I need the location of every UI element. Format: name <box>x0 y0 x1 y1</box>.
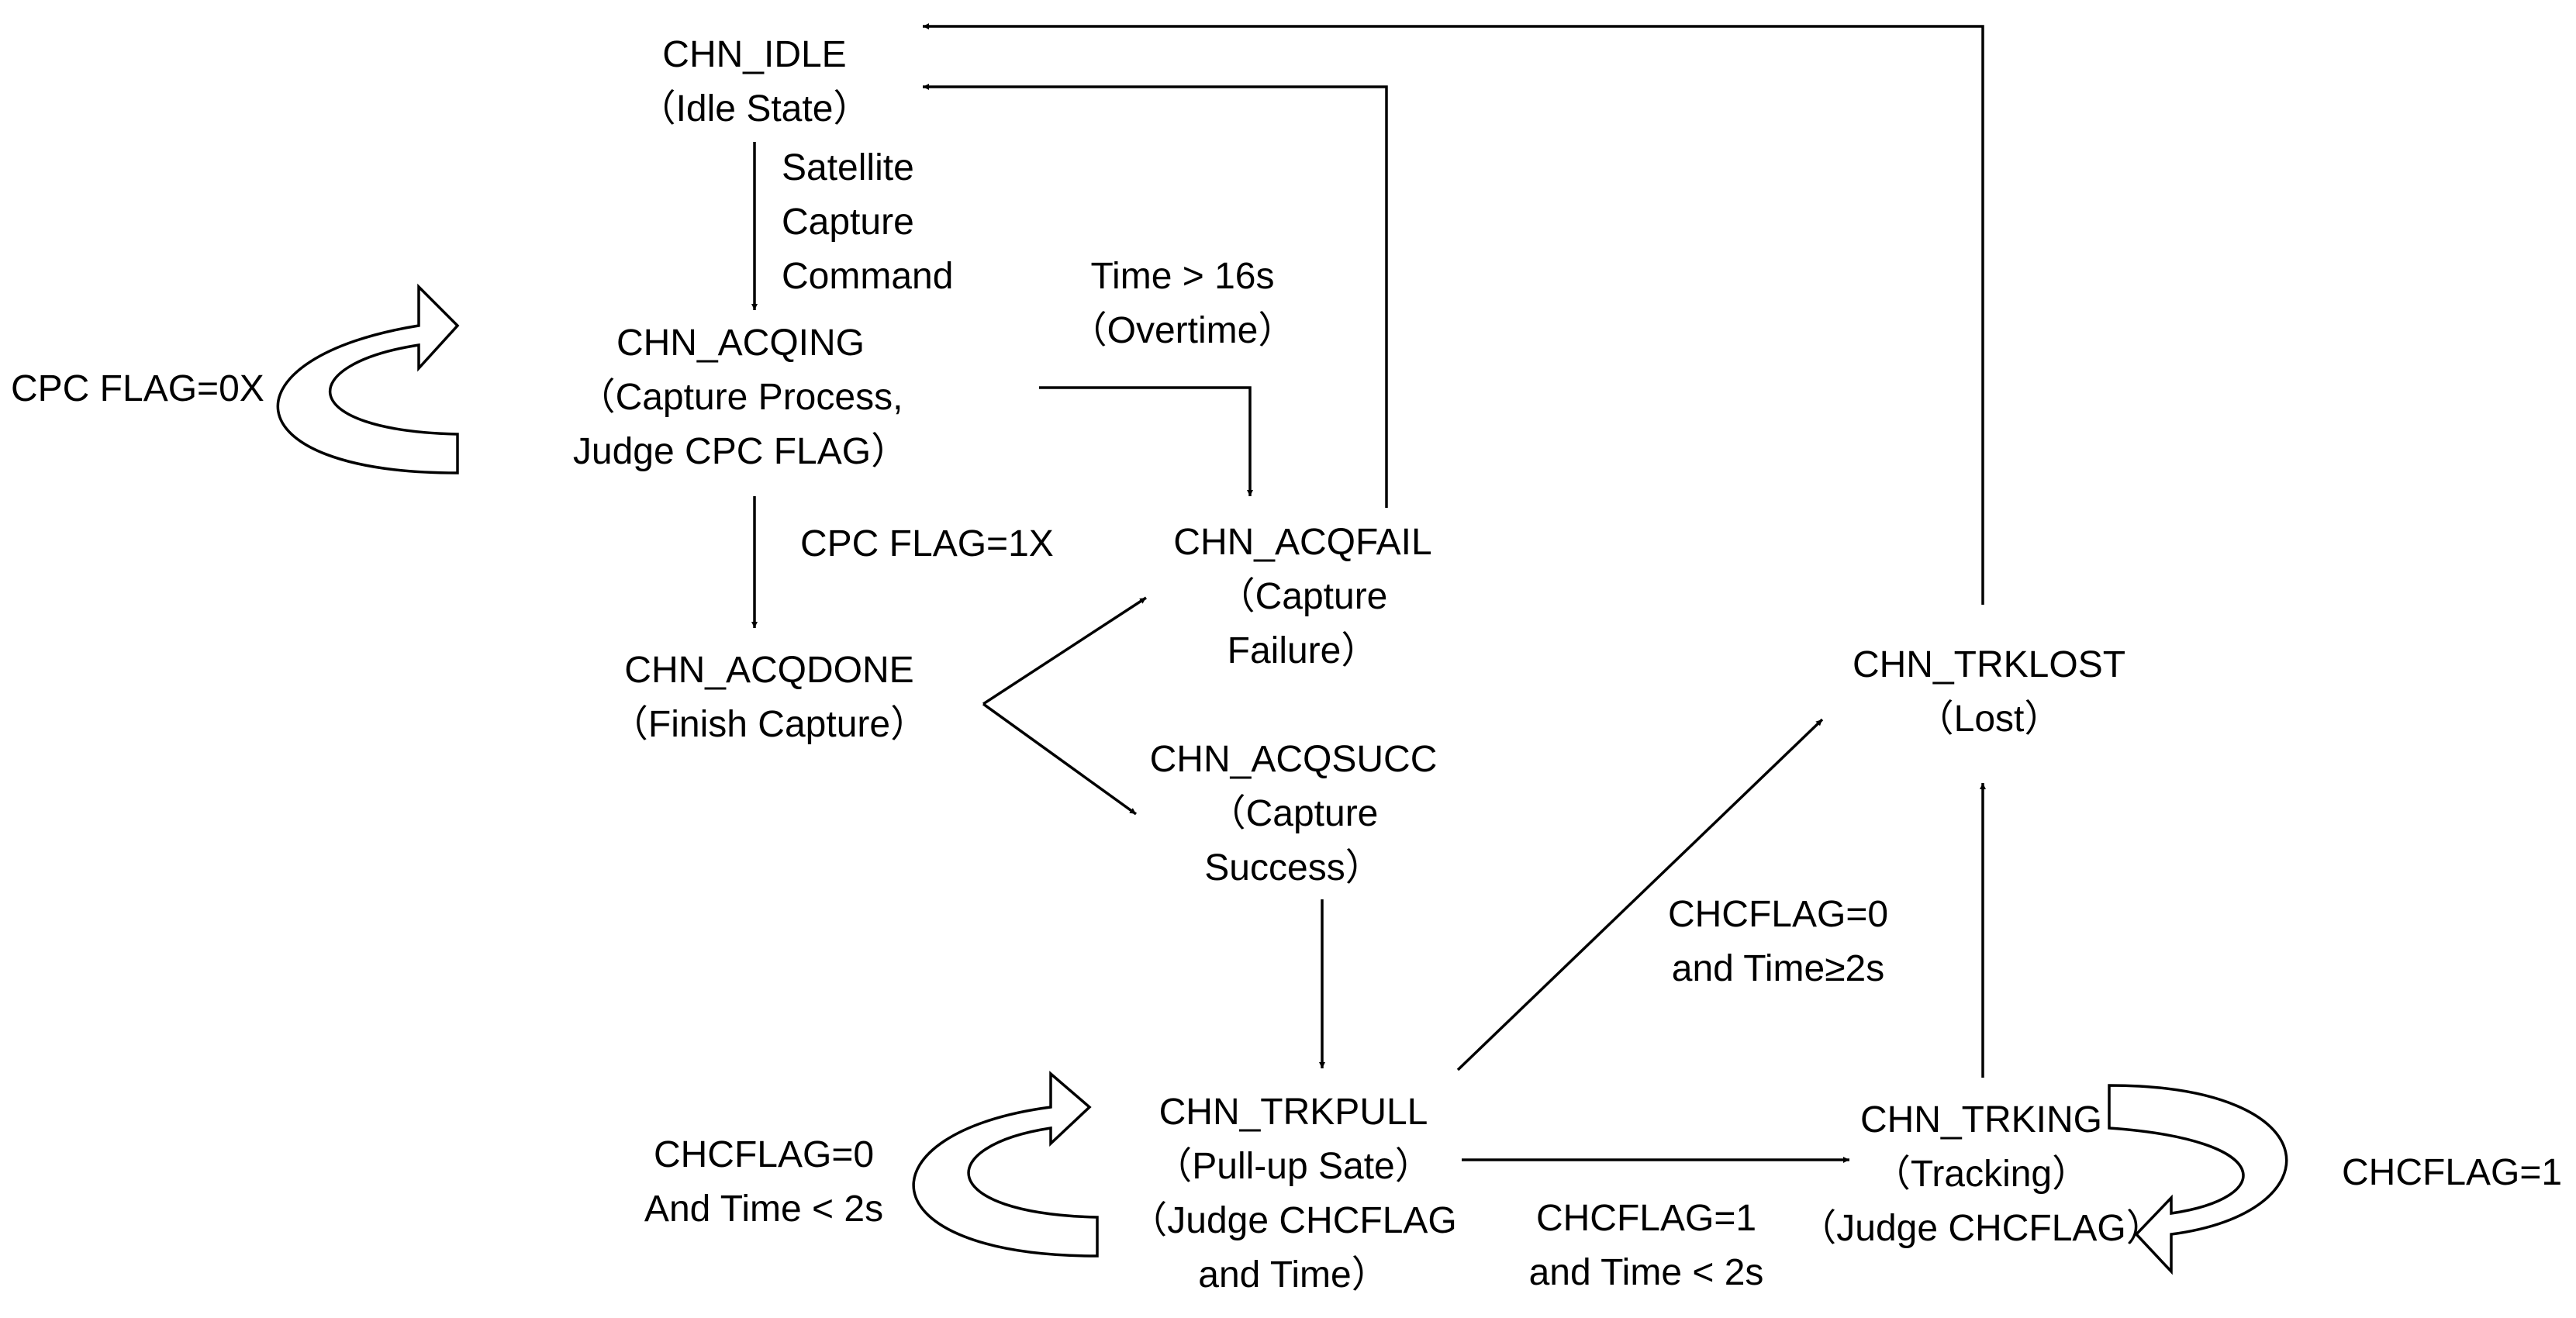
arrow-acqfail-to-idle <box>923 84 1388 508</box>
transition-tracking-loop: CHCFLAG=1 <box>2342 1146 2562 1200</box>
self-loop-acqing-icon <box>276 283 460 474</box>
transition-text: CHCFLAG=0 <box>653 1134 875 1175</box>
state-desc: Failure） <box>1227 630 1379 671</box>
state-desc: （Judge CHCFLAG） <box>1799 1208 2163 1249</box>
state-desc: Success） <box>1204 847 1383 888</box>
transition-text: （Overtime） <box>1069 310 1296 351</box>
transition-text: and Time < 2s <box>1528 1252 1764 1293</box>
transition-cpc-flag-1x: CPC FLAG=1X <box>800 517 1054 571</box>
transition-overtime: Time > 16s （Overtime） <box>1070 250 1296 358</box>
state-chn-trkpull: CHN_TRKPULL （Pull-up Sate） （Judge CHCFLA… <box>1130 1085 1456 1302</box>
transition-text: Capture <box>782 202 914 243</box>
state-desc: （Lost） <box>1916 699 2062 740</box>
state-desc: and Time） <box>1198 1254 1389 1296</box>
transition-pull-to-lost: CHCFLAG=0 and Time≥2s <box>1668 888 1888 996</box>
state-name: CHN_TRKPULL <box>1159 1092 1428 1133</box>
state-name: CHN_ACQDONE <box>624 650 914 691</box>
state-chn-acqdone: CHN_ACQDONE （Finish Capture） <box>611 643 927 752</box>
state-name: CHN_IDLE <box>662 34 847 75</box>
state-desc: （Capture Process, <box>578 377 903 418</box>
state-chn-idle: CHN_IDLE （Idle State） <box>639 28 871 136</box>
self-loop-trkpull-icon <box>912 1071 1099 1258</box>
state-name: CHN_ACQING <box>616 323 865 364</box>
state-desc: （Idle State） <box>638 88 871 129</box>
transition-text: CPC FLAG=1X <box>800 523 1054 564</box>
transition-text: Command <box>782 256 954 297</box>
state-name: CHN_ACQFAIL <box>1173 522 1432 563</box>
transition-text: Time > 16s <box>1090 256 1275 297</box>
transition-pull-loop: CHCFLAG=0 And Time < 2s <box>644 1128 883 1237</box>
state-chn-trking: CHN_TRKING （Tracking） （Judge CHCFLAG） <box>1799 1093 2163 1256</box>
transition-text: CHCFLAG=1 <box>1535 1198 1757 1239</box>
state-name: CHN_TRKING <box>1859 1099 2103 1140</box>
state-name: CHN_TRKLOST <box>1852 644 2126 685</box>
arrow-acqing-to-acqfail <box>1039 386 1253 496</box>
state-desc: （Capture <box>1217 576 1388 617</box>
state-desc: Judge CPC FLAG） <box>572 431 909 472</box>
state-desc: （Capture <box>1208 793 1379 834</box>
arrow-trklost-to-idle <box>923 23 1984 605</box>
state-name: CHN_ACQSUCC <box>1149 739 1438 780</box>
transition-text: CHCFLAG=1 <box>2342 1152 2563 1193</box>
transition-text: and Time≥2s <box>1671 948 1885 989</box>
state-desc: （Finish Capture） <box>610 704 928 745</box>
transition-pull-to-tracking: CHCFLAG=1 and Time < 2s <box>1529 1192 1764 1300</box>
transition-text: CPC FLAG=0X <box>11 368 264 409</box>
arrow-trkpull-to-trklost <box>1456 718 1824 1071</box>
transition-text: CHCFLAG=0 <box>1667 894 1889 935</box>
arrow-acqdone-to-acqsucc <box>982 702 1138 816</box>
transition-text: Satellite <box>782 147 914 188</box>
transition-capture-command: Satellite Capture Command <box>782 141 953 304</box>
state-chn-acqfail: CHN_ACQFAIL （Capture Failure） <box>1173 516 1431 678</box>
arrow-acqdone-to-acqfail <box>982 596 1147 706</box>
state-desc: （Tracking） <box>1873 1154 2090 1195</box>
state-chn-acqsucc: CHN_ACQSUCC （Capture Success） <box>1150 733 1438 895</box>
state-desc: （Pull-up Sate） <box>1155 1146 1432 1187</box>
state-chn-acqing: CHN_ACQING （Capture Process, Judge CPC F… <box>573 316 908 479</box>
transition-text: And Time < 2s <box>644 1189 884 1230</box>
state-desc: （Judge CHCFLAG <box>1130 1200 1457 1241</box>
state-chn-trklost: CHN_TRKLOST （Lost） <box>1853 638 2125 747</box>
self-loop-trking-icon <box>2108 1084 2288 1275</box>
transition-cpc-flag-0x: CPC FLAG=0X <box>11 362 264 416</box>
